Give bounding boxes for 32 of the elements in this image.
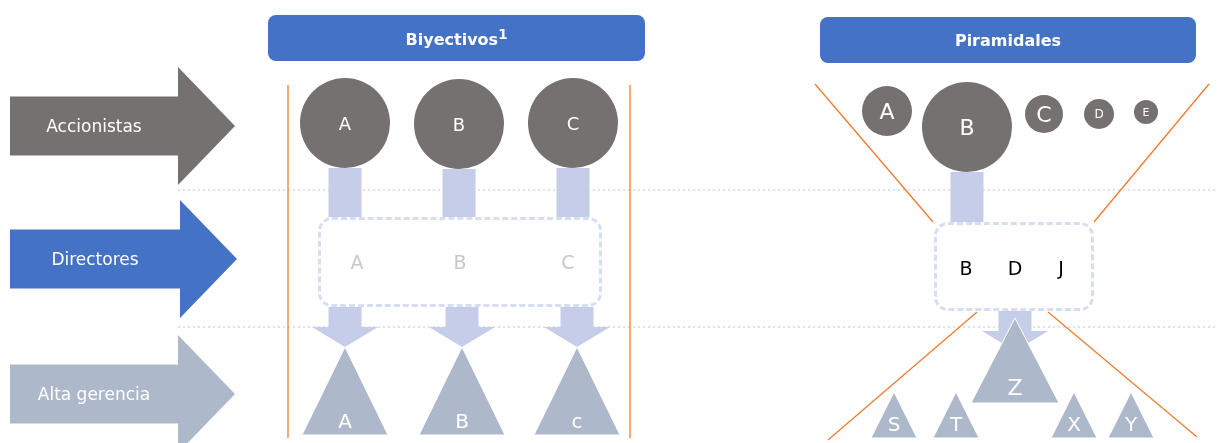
row-label: Directores xyxy=(50,249,140,269)
column-header: Piramidales xyxy=(820,17,1196,63)
flow-arrow xyxy=(429,307,495,347)
shareholder-circle: A xyxy=(862,86,912,136)
dashed-group-box xyxy=(318,217,602,307)
manager-triangle: c xyxy=(534,347,620,435)
shareholder-circle: D xyxy=(1084,99,1114,129)
manager-triangle: Z xyxy=(971,318,1059,403)
manager-triangle: Y xyxy=(1108,392,1154,438)
manager-triangle: T xyxy=(933,392,979,438)
row-heading-banner xyxy=(10,67,235,185)
shareholder-circle: B xyxy=(922,82,1012,172)
column-header: Biyectivos$^{1}$ xyxy=(268,15,645,61)
shareholder-circle: B xyxy=(414,79,504,169)
shareholder-circle: C xyxy=(528,78,618,168)
director-label: D xyxy=(1007,257,1023,279)
manager-triangle: X xyxy=(1051,392,1097,438)
flow-arrow xyxy=(544,307,610,347)
shareholder-circle: E xyxy=(1134,100,1158,124)
director-label: B xyxy=(959,257,973,279)
row-label: Alta gerencia xyxy=(36,384,152,404)
director-label: J xyxy=(1058,257,1064,279)
row-heading-banner xyxy=(10,200,237,318)
shareholder-circle: C xyxy=(1025,95,1063,133)
manager-triangle: A xyxy=(302,347,388,435)
flow-arrow xyxy=(312,307,378,347)
row-label: Accionistas xyxy=(45,116,143,136)
dashed-group-box xyxy=(934,222,1094,311)
manager-triangle: B xyxy=(419,347,505,435)
row-heading-banner xyxy=(10,335,235,443)
manager-triangle: S xyxy=(871,392,917,438)
shareholder-circle: A xyxy=(300,78,390,168)
